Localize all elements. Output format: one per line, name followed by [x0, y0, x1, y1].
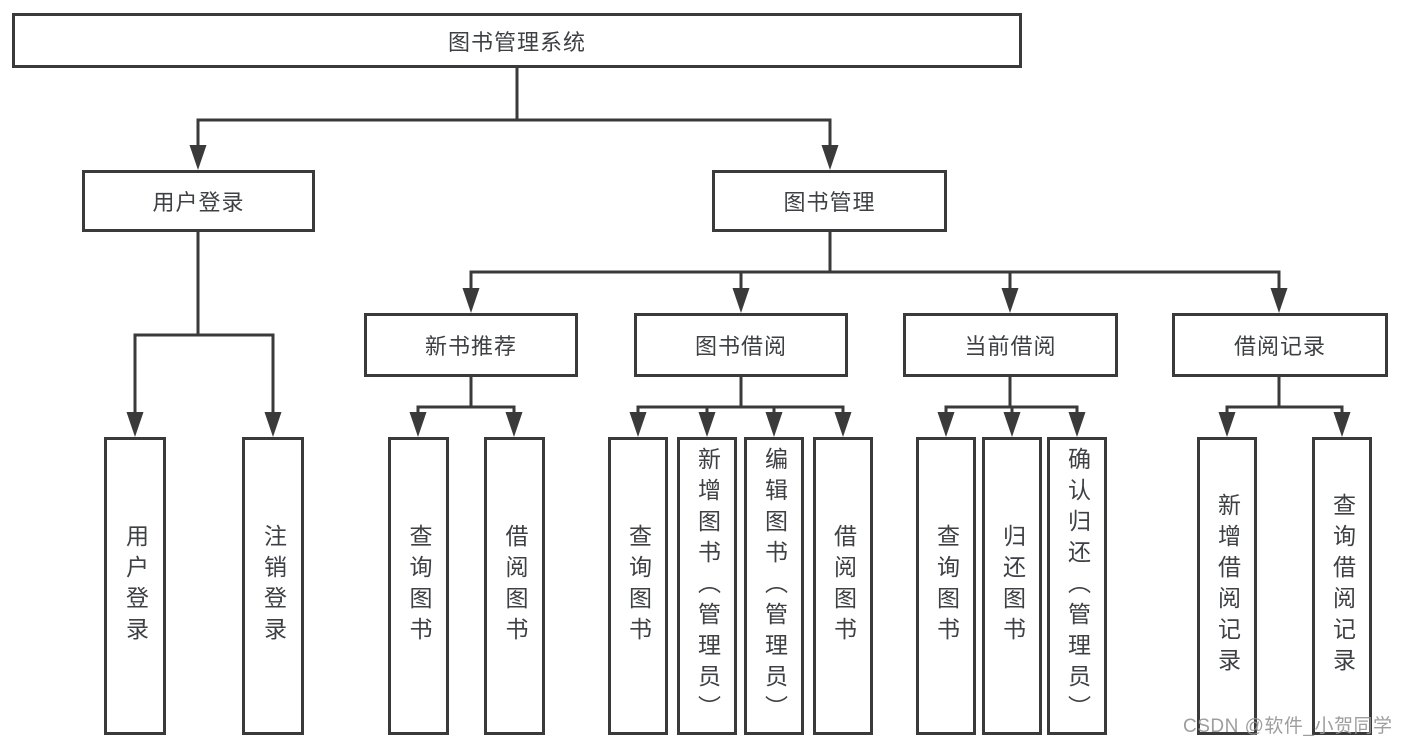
arrow-down-icon — [629, 412, 647, 437]
arrow-down-icon — [1068, 412, 1086, 437]
node-label: 查询图书 — [933, 524, 960, 648]
node-book-management: 图书管理 — [712, 170, 947, 232]
arrow-down-icon — [126, 412, 144, 437]
node-label: 图书管理 — [783, 190, 876, 215]
arrow-down-icon — [937, 412, 955, 437]
node-borrowing-records: 借阅记录 — [1172, 313, 1388, 377]
arrow-down-icon — [821, 145, 839, 170]
node-library-management-system: 图书管理系统 — [12, 13, 1022, 68]
arrow-down-icon — [1270, 288, 1288, 313]
leaf-confirm-return-admin: 确认归还（管理员） — [1047, 437, 1107, 735]
node-book-borrowing: 图书借阅 — [634, 313, 848, 377]
node-label: 借阅图书 — [502, 524, 528, 648]
node-label: 确认归还（管理员） — [1064, 446, 1091, 726]
leaf-query-books-borrow: 查询图书 — [608, 437, 668, 735]
node-new-book-recommend: 新书推荐 — [364, 313, 578, 377]
node-label: 查询图书 — [406, 524, 432, 648]
node-label: 借阅记录 — [1233, 334, 1326, 359]
arrow-down-icon — [834, 412, 852, 437]
node-label: 新增图书（管理员） — [694, 446, 721, 726]
leaf-query-books-current: 查询图书 — [916, 437, 976, 735]
node-label: 图书借阅 — [694, 334, 787, 359]
node-label: 新增借阅记录 — [1214, 493, 1241, 679]
arrow-down-icon — [1003, 412, 1021, 437]
arrowheads — [126, 145, 1351, 437]
node-label: 查询图书 — [625, 524, 652, 648]
arrow-down-icon — [189, 145, 207, 170]
leaf-return-books: 归还图书 — [982, 437, 1042, 735]
arrow-down-icon — [505, 412, 523, 437]
arrow-down-icon — [1218, 412, 1236, 437]
arrow-down-icon — [698, 412, 716, 437]
node-label: 用户登录 — [122, 524, 149, 648]
leaf-query-borrow-record: 查询借阅记录 — [1312, 437, 1372, 735]
node-label: 当前借阅 — [964, 334, 1057, 359]
arrow-down-icon — [1001, 288, 1019, 313]
node-label: 注销登录 — [260, 524, 287, 648]
arrow-down-icon — [264, 412, 282, 437]
arrow-down-icon — [409, 412, 427, 437]
leaf-user-login: 用户登录 — [104, 437, 166, 735]
csdn-watermark: CSDN @软件_小贺同学 — [1183, 716, 1393, 737]
node-label: 图书管理系统 — [447, 29, 586, 55]
node-label: 借阅图书 — [830, 524, 857, 648]
arrow-down-icon — [1333, 412, 1351, 437]
node-user-login: 用户登录 — [82, 170, 315, 232]
leaf-logout-login: 注销登录 — [242, 437, 304, 735]
arrow-down-icon — [765, 412, 783, 437]
node-label: 归还图书 — [999, 524, 1026, 648]
arrow-down-icon — [462, 288, 480, 313]
connector-path — [133, 68, 1344, 415]
node-label: 新书推荐 — [424, 334, 517, 359]
leaf-add-book-admin: 新增图书（管理员） — [677, 437, 737, 735]
leaf-borrow-books: 借阅图书 — [813, 437, 873, 735]
leaf-borrow-books-recommend: 借阅图书 — [484, 437, 545, 735]
node-label: 查询借阅记录 — [1329, 493, 1356, 679]
node-label: 编辑图书（管理员） — [761, 446, 788, 726]
leaf-add-borrow-record: 新增借阅记录 — [1197, 437, 1257, 735]
node-current-borrowing: 当前借阅 — [903, 313, 1118, 377]
leaf-edit-book-admin: 编辑图书（管理员） — [744, 437, 804, 735]
leaf-query-books-recommend: 查询图书 — [388, 437, 449, 735]
node-label: 用户登录 — [152, 190, 245, 215]
arrow-down-icon — [732, 288, 750, 313]
